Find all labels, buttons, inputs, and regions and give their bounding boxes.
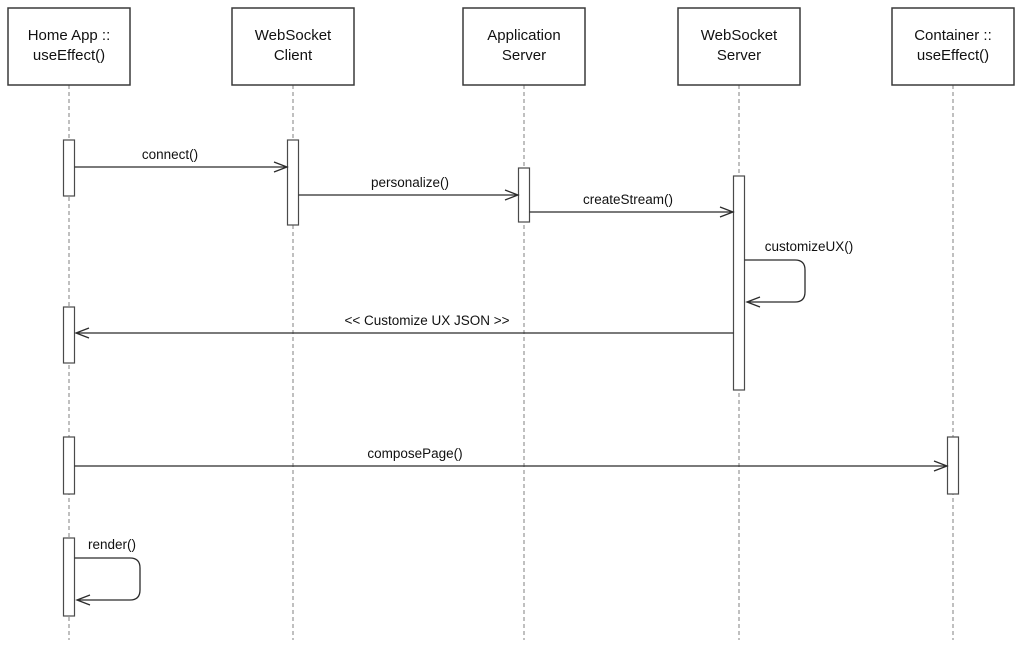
participant-box <box>462 7 586 86</box>
arrowhead-left-icon <box>75 594 91 606</box>
participant-application-server: Application Server <box>462 7 586 86</box>
arrowhead-left-icon <box>74 327 90 339</box>
participant-box <box>891 7 1015 86</box>
participant-label-line2: Server <box>502 47 546 64</box>
activation-home-app-1 <box>62 139 76 197</box>
arrowhead-right-icon <box>719 206 735 218</box>
message-label: << Customize UX JSON >> <box>344 313 509 328</box>
activation-container <box>946 436 960 495</box>
participant-label-line2: useEffect() <box>917 47 989 64</box>
message-label: customizeUX() <box>765 239 854 254</box>
participant-websocket-server: WebSocket Server <box>677 7 801 86</box>
participant-label-line1: WebSocket <box>701 27 778 44</box>
arrowhead-left-icon <box>745 296 761 308</box>
activation-application-server <box>517 167 531 223</box>
self-call-loop <box>744 259 806 303</box>
participant-label-line2: Client <box>274 47 313 64</box>
arrowhead-right-icon <box>933 460 949 472</box>
participant-label-line2: Server <box>717 47 761 64</box>
message-label: composePage() <box>367 446 462 461</box>
participant-container: Container :: useEffect() <box>891 7 1015 86</box>
message-label: render() <box>88 537 136 552</box>
activation-home-app-2 <box>62 306 76 364</box>
activation-websocket-client <box>286 139 300 226</box>
participant-websocket-client: WebSocket Client <box>231 7 355 86</box>
activation-home-app-3 <box>62 436 76 495</box>
message-label: connect() <box>142 147 198 162</box>
arrowhead-right-icon <box>273 161 289 173</box>
participant-box <box>677 7 801 86</box>
participant-label-line1: Application <box>487 27 560 44</box>
message-compose-page: composePage() <box>74 446 949 472</box>
activation-home-app-4 <box>62 537 76 617</box>
arrowhead-right-icon <box>504 189 520 201</box>
message-render-self-call: render() <box>74 537 141 606</box>
participant-label-line1: Home App :: <box>28 27 111 44</box>
participant-box <box>7 7 131 86</box>
message-connect: connect() <box>74 147 289 173</box>
participant-home-app: Home App :: useEffect() <box>7 7 131 86</box>
message-label: createStream() <box>583 192 673 207</box>
participant-label-line1: WebSocket <box>255 27 332 44</box>
message-customize-ux-self-call: customizeUX() <box>744 239 854 308</box>
participant-box <box>231 7 355 86</box>
message-customize-ux-json-return: << Customize UX JSON >> <box>74 313 734 339</box>
message-create-stream: createStream() <box>529 192 735 218</box>
participant-label-line1: Container :: <box>914 27 992 44</box>
message-label: personalize() <box>371 175 449 190</box>
activation-websocket-server <box>732 175 746 391</box>
participant-label-line2: useEffect() <box>33 47 105 64</box>
self-call-loop <box>74 557 141 601</box>
message-personalize: personalize() <box>298 175 520 201</box>
